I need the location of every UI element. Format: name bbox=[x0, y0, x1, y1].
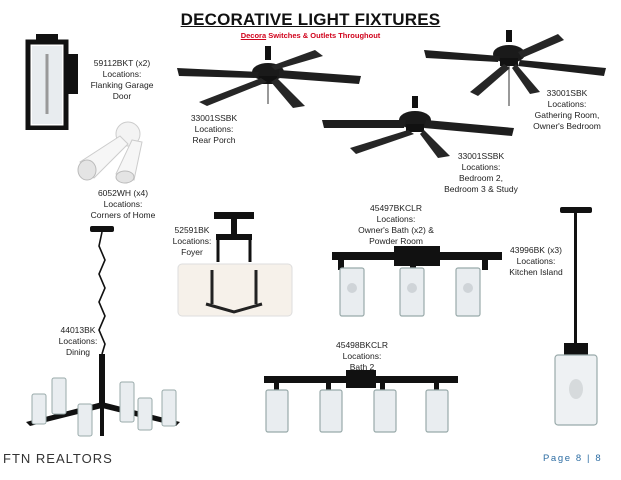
ceiling-fan-rear-porch-image bbox=[177, 46, 361, 108]
page-number: 8 bbox=[575, 453, 583, 464]
page-total: 8 bbox=[595, 453, 603, 464]
subtitle-brand: Decora bbox=[240, 31, 267, 40]
semi-flush-drum-light-image bbox=[177, 212, 293, 317]
three-light-vanity-image bbox=[332, 246, 502, 317]
subtitle-text: Switches & Outlets Throughout bbox=[266, 31, 381, 40]
wall-lantern-image bbox=[25, 34, 78, 130]
four-light-vanity-image bbox=[264, 370, 458, 433]
twin-flood-light-image bbox=[77, 121, 143, 184]
page-separator: | bbox=[586, 453, 592, 464]
fixture-label-43996bk: 43996BK (x3)Locations:Kitchen Island bbox=[509, 245, 563, 277]
pendant-light-image bbox=[554, 207, 598, 426]
fixture-label-6052wh: 6052WH (x4)Locations:Corners of Home bbox=[90, 188, 156, 220]
page-title: DECORATIVE LIGHT FIXTURES bbox=[180, 10, 441, 29]
footer-brand-logo: FTN REALTORS bbox=[3, 451, 113, 466]
page-word: Page bbox=[543, 453, 572, 464]
page-indicator: Page 8 | 8 bbox=[543, 453, 602, 464]
ceiling-fan-gathering-room-image bbox=[424, 30, 606, 106]
chandelier-image bbox=[26, 226, 180, 437]
page-subtitle: Decora Switches & Outlets Throughout bbox=[0, 31, 621, 40]
ceiling-fan-bedrooms-image bbox=[322, 96, 514, 158]
